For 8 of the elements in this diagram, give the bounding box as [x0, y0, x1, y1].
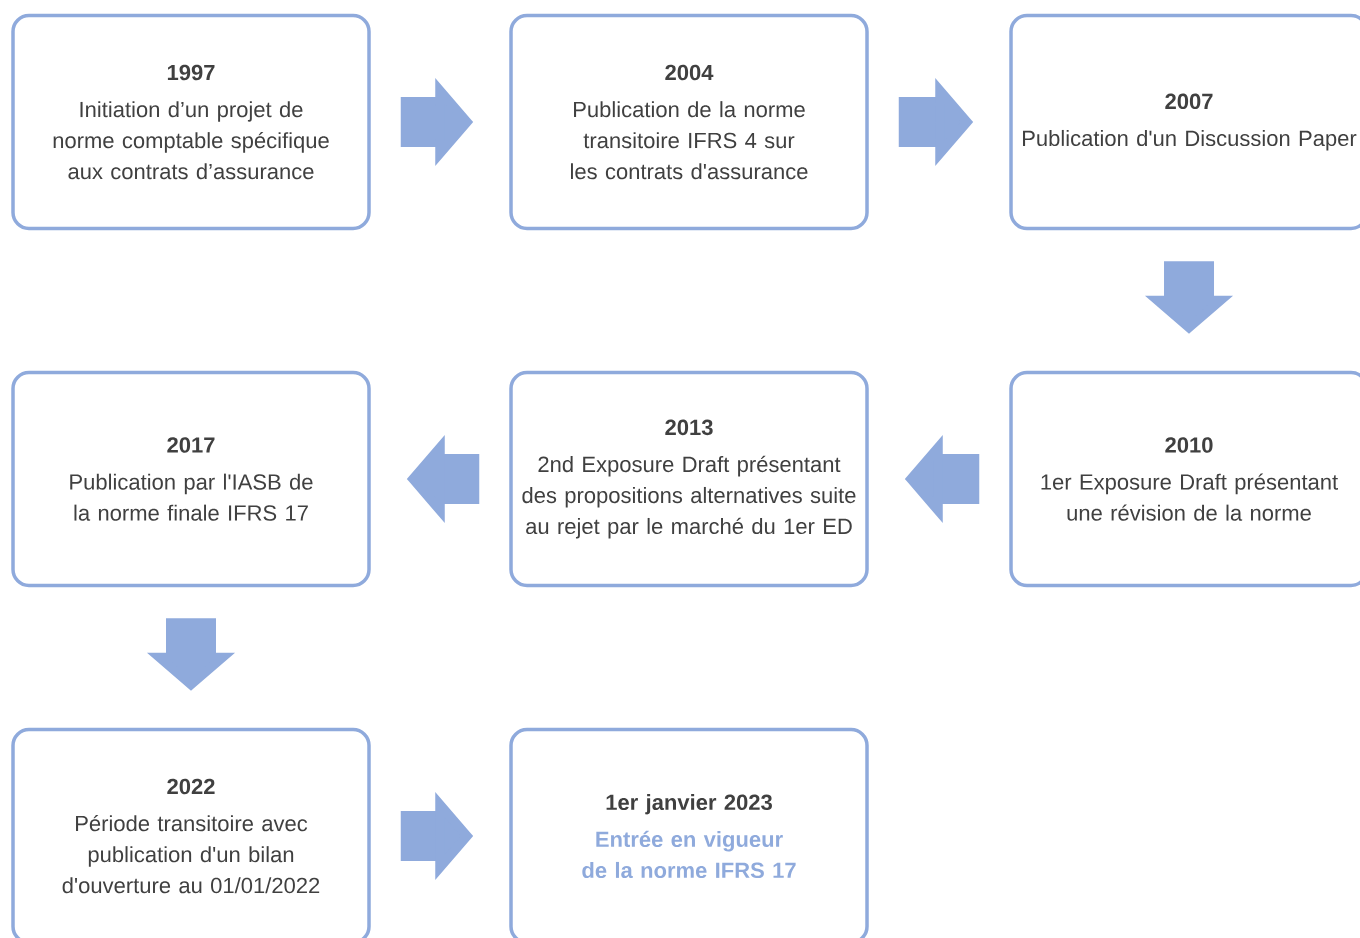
process-box: 2013 2nd Exposure Draft présentant des propositions alternatives suite au rejet par le marché du 1er ED [509, 370, 869, 588]
process-box: 2007 Publication d'un Discussion Paper [1009, 13, 1360, 231]
process-box: 2022 Période transitoire avec publication d'un bilan d'ouverture au 01/01/2022 [11, 727, 371, 938]
process-box: 2010 1er Exposure Draft présentant une révision de la norme [1009, 370, 1360, 588]
process-box: 1997 Initiation d’un projet de norme comptable spécifique aux contrats d’assurance [11, 13, 371, 231]
process-box: 2017 Publication par l'IASB de la norme finale IFRS 17 [11, 370, 371, 588]
process-box: 1er janvier 2023 Entrée en vigueur de la norme IFRS 17 [509, 727, 869, 938]
process-box: 2004 Publication de la norme transitoire IFRS 4 sur les contrats d'assurance [509, 13, 869, 231]
